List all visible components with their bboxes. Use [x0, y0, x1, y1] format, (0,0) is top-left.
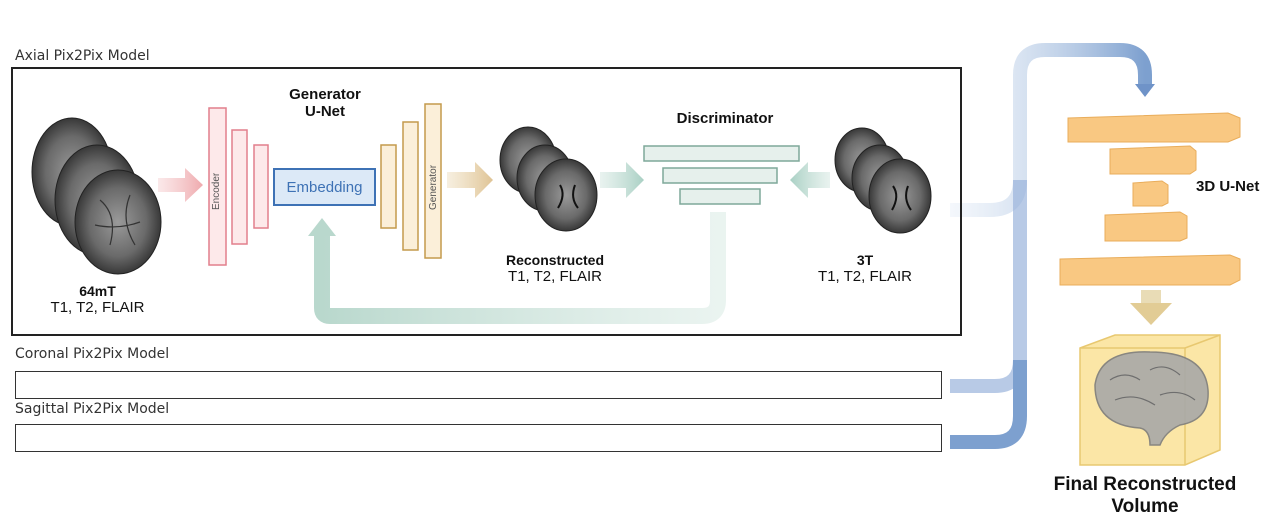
input-arrow-icon [158, 168, 203, 202]
input-sequences: T1, T2, FLAIR [50, 299, 145, 316]
unet3d-blocks [1059, 112, 1241, 286]
recon-to-disc-arrow-icon [600, 162, 644, 198]
volume-arrowhead-icon [1130, 303, 1172, 325]
axial-panel-title: Axial Pix2Pix Model [15, 48, 150, 64]
final-volume-line1: Final Reconstructed [1053, 474, 1237, 495]
feedback-arrowhead-icon [308, 218, 336, 236]
blue-arrowhead-icon [1135, 84, 1155, 97]
axial-panel [11, 67, 962, 336]
generator-bars [380, 103, 442, 259]
target-label: 3T [856, 252, 874, 268]
encoder-label: Encoder [211, 172, 222, 210]
final-volume-line2: Volume [1111, 496, 1179, 517]
generator-title-line2: U-Net [305, 103, 345, 120]
discriminator-bars [643, 145, 800, 205]
recon-sequences: T1, T2, FLAIR [508, 268, 602, 285]
feedback-loop [308, 212, 726, 324]
final-volume-cube [1079, 334, 1221, 466]
volume-arrow [1130, 290, 1172, 325]
final-volume-caption: Final Reconstructed Volume [1030, 474, 1260, 518]
generator-title: Generator U-Net [270, 86, 380, 120]
generator-title-line1: Generator [289, 86, 361, 103]
encoder-bars [208, 107, 269, 266]
generator-label: Generator [428, 164, 439, 210]
coronal-panel [15, 371, 942, 399]
recon-caption: Reconstructed T1, T2, FLAIR [480, 252, 630, 285]
recon-label: Reconstructed [505, 252, 605, 268]
reconstructed-brain-stack [499, 126, 598, 232]
embedding-box: Embedding [273, 168, 376, 206]
target-caption: 3T T1, T2, FLAIR [800, 252, 930, 285]
discriminator-title: Discriminator [676, 110, 774, 127]
sagittal-panel-title: Sagittal Pix2Pix Model [15, 401, 170, 417]
input-brain-stack [31, 117, 162, 275]
input-caption: 64mT T1, T2, FLAIR [30, 283, 165, 316]
blue-routing-lines [950, 43, 1155, 449]
sagittal-panel [15, 424, 942, 452]
target-to-disc-arrow-icon [790, 162, 830, 198]
coronal-panel-title: Coronal Pix2Pix Model [15, 346, 170, 362]
target-sequences: T1, T2, FLAIR [818, 268, 912, 285]
input-label: 64mT [79, 283, 116, 299]
target-brain-stack [834, 127, 932, 234]
unet3d-label: 3D U-Net [1196, 178, 1260, 195]
generator-output-arrow-icon [447, 162, 493, 198]
